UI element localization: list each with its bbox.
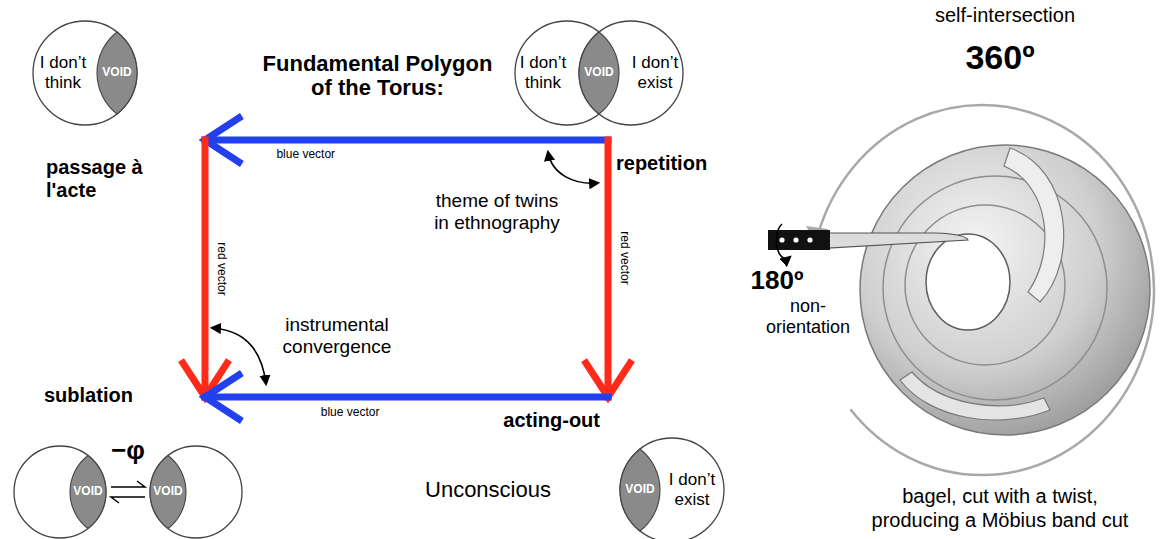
venn-diagram: UnconsciousVOIDI don’t exist — [420, 436, 730, 539]
handle-rivet — [807, 237, 812, 242]
knife-blade — [828, 233, 968, 248]
venn-diagram: I don’t think VOID — [30, 18, 142, 128]
band-edge — [883, 176, 1107, 400]
caption-text: bagel, cut with a twist, producing a Möb… — [858, 484, 1143, 532]
vertex-label: repetition — [616, 152, 718, 175]
twisted-band — [1004, 148, 1064, 302]
twisted-band — [900, 372, 1050, 420]
torus-hole — [926, 234, 1010, 330]
torus-body — [860, 145, 1150, 435]
void-label: VOID — [97, 66, 137, 80]
void-label: VOID — [620, 483, 660, 497]
vertex-label: sublation — [44, 384, 159, 407]
edge-label: blue vector — [319, 406, 382, 420]
polygon-vertex: repetition — [608, 140, 720, 182]
void-lens — [579, 32, 619, 114]
rotation-arc — [818, 105, 1154, 475]
vector-arrow — [584, 140, 632, 397]
leader-curve — [548, 152, 598, 183]
polygon-vertex: passage à l'acte — [40, 140, 205, 212]
edge-label: red vector — [214, 240, 228, 297]
void-lens — [150, 456, 186, 529]
edge-label: red vector — [617, 230, 631, 287]
void-label: VOID — [150, 485, 186, 499]
vector-shaft — [605, 140, 612, 397]
vector-arrow — [205, 116, 608, 164]
void-lens — [620, 449, 660, 531]
venn-text: I don’t think — [513, 53, 573, 92]
edge-label: blue vector — [274, 148, 337, 162]
vector-shaft — [205, 394, 608, 401]
venn-text: Unconscious — [413, 477, 563, 502]
handle-rivet — [779, 237, 784, 242]
venn-circle — [150, 446, 242, 538]
phi-symbol: −φ — [108, 436, 148, 466]
venn-text: I don’t exist — [662, 470, 722, 509]
annotation: non-orientation — [758, 296, 858, 337]
void-lens — [70, 456, 106, 529]
venn-circle — [620, 438, 724, 539]
exchange-arrow — [111, 497, 145, 503]
void-label: VOID — [70, 485, 106, 499]
annotation: self-intersection — [895, 4, 1115, 27]
polygon-vertex: acting-out — [466, 397, 608, 437]
venn-pair: −φVOID VOID — [10, 434, 260, 538]
handle-rivet — [793, 237, 798, 242]
vector-arrow — [181, 140, 229, 397]
venn-circle — [14, 446, 106, 538]
venn-circle — [33, 21, 137, 125]
vector-shaft — [202, 140, 209, 397]
angle-label: 360º — [940, 38, 1060, 77]
vector-shaft — [205, 137, 608, 144]
twist-arrow — [776, 224, 790, 259]
venn-diagram: I don’t think VOID I don’t exist — [510, 18, 686, 128]
void-lens — [97, 32, 137, 114]
exchange-arrow — [111, 481, 145, 487]
venn-text: I don’t think — [33, 53, 93, 92]
venn-text: I don’t exist — [625, 53, 685, 92]
vector-head — [205, 116, 242, 164]
void-label: VOID — [579, 66, 619, 80]
vector-head — [584, 360, 632, 397]
annotation: theme of twins in ethnography — [430, 190, 565, 234]
diagram-title: Fundamental Polygon of the Torus: — [255, 52, 500, 100]
vertex-label: passage à l'acte — [46, 156, 161, 202]
angle-label: 180º — [737, 266, 817, 296]
vector-head — [181, 360, 229, 397]
polygon-vertex: sublation — [38, 380, 205, 414]
vertex-label: acting-out — [470, 409, 600, 432]
annotation: instrumental convergence — [272, 314, 402, 358]
vector-head — [205, 373, 242, 421]
